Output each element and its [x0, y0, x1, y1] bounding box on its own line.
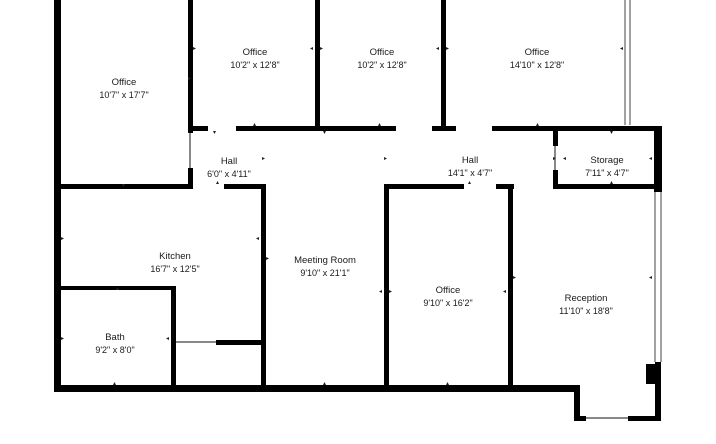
- wall-kitchen-meeting: [261, 184, 266, 390]
- wall-reception-bottom-left: [574, 385, 580, 421]
- tick: [536, 123, 539, 126]
- wall-bath-top: [54, 286, 175, 290]
- tick: [378, 123, 381, 126]
- room-name: Office: [370, 47, 395, 58]
- tick: [166, 337, 169, 340]
- wall-hall1-left: [188, 168, 193, 189]
- tick: [610, 131, 613, 134]
- tick: [253, 123, 256, 126]
- tick: [61, 337, 64, 340]
- tick: [446, 47, 449, 50]
- wall-meeting-office5: [384, 184, 389, 390]
- wall-entry-bottom-right: [628, 416, 661, 421]
- tick: [610, 181, 613, 184]
- room-name: Hall: [462, 155, 478, 166]
- room-name: Office: [112, 77, 137, 88]
- room-dimensions: 6'0" x 4'11": [207, 169, 251, 179]
- room-name: Office: [436, 285, 461, 296]
- tick: [446, 382, 449, 385]
- tick: [113, 382, 116, 385]
- tick: [323, 131, 326, 134]
- wall-office5-reception: [508, 184, 513, 390]
- room-dimensions: 10'7" x 17'7": [99, 90, 148, 100]
- room-name: Office: [525, 47, 550, 58]
- wall-bath-right-top: [171, 286, 176, 296]
- wall-storage-bottom: [553, 184, 657, 189]
- dimension-ticks: [61, 47, 652, 385]
- tick: [468, 181, 471, 184]
- tick: [310, 47, 313, 50]
- room-dimensions: 10'2" x 12'8": [230, 60, 279, 70]
- room-name: Bath: [105, 332, 125, 343]
- wall-reception-right-low: [655, 362, 661, 421]
- tick: [384, 157, 387, 160]
- tick: [436, 47, 439, 50]
- wall-storage-left-low: [553, 170, 558, 189]
- room-dimensions: 7'11" x 4'7": [585, 168, 629, 178]
- tick: [262, 157, 265, 160]
- wall-hall1-bottom: [224, 184, 266, 189]
- wall-office2-office3: [315, 0, 320, 130]
- room-dimensions: 9'10" x 16'2": [423, 298, 472, 308]
- wall-hall2-bottom-b: [496, 184, 514, 189]
- tick: [213, 131, 216, 134]
- room-dimensions: 11'10" x 18'8": [559, 306, 613, 316]
- tick: [620, 47, 623, 50]
- room-dimensions: 14'1" x 4'7": [448, 168, 492, 178]
- room-name: Hall: [221, 156, 237, 167]
- wall-storage-left: [553, 126, 558, 146]
- room-dimensions: 9'10" x 21'1": [300, 268, 349, 278]
- wall-entry-bottom: [574, 416, 586, 421]
- wall-office4-bottom: [492, 126, 657, 131]
- tick: [266, 257, 269, 260]
- wall-office2-bottom-b: [236, 126, 396, 131]
- room-name: Meeting Room: [294, 255, 356, 266]
- wall-office1-office2: [188, 0, 193, 133]
- tick: [503, 290, 506, 293]
- room-dimensions: 9'2" x 8'0": [95, 345, 134, 355]
- wall-hall2-bottom-a: [384, 184, 464, 189]
- thin-lines: [172, 0, 662, 419]
- tick: [513, 276, 516, 279]
- tick: [116, 287, 119, 290]
- tick: [216, 181, 219, 184]
- room-dimensions: 16'7" x 12'5": [150, 264, 199, 274]
- room-dimensions: 10'2" x 12'8": [357, 60, 406, 70]
- tick: [122, 184, 125, 187]
- wall-storage-right: [654, 126, 662, 192]
- tick: [256, 237, 259, 240]
- tick: [320, 47, 323, 50]
- tick: [193, 47, 196, 50]
- room-name: Reception: [565, 293, 608, 304]
- wall-office2-bottom-a: [193, 126, 208, 131]
- tick: [379, 290, 382, 293]
- tick: [188, 77, 191, 80]
- tick: [563, 157, 566, 160]
- room-name: Storage: [590, 155, 623, 166]
- room-name: Office: [243, 47, 268, 58]
- wall-bottom-outer: [54, 385, 579, 392]
- tick: [649, 157, 652, 160]
- wall-office3-office4: [441, 0, 446, 130]
- wall-closet-top: [216, 340, 264, 345]
- tick: [553, 157, 556, 160]
- tick: [323, 382, 326, 385]
- room-name: Kitchen: [159, 251, 191, 262]
- wall-left-outer: [54, 0, 61, 392]
- tick: [389, 290, 392, 293]
- tick: [649, 276, 652, 279]
- room-dimensions: 14'10" x 12'8": [510, 60, 564, 70]
- wall-column: [646, 364, 658, 384]
- room-labels: Office 10'7" x 17'7" Office 10'2" x 12'8…: [95, 47, 629, 355]
- tick: [61, 237, 64, 240]
- wall-office3-bottom: [432, 126, 456, 131]
